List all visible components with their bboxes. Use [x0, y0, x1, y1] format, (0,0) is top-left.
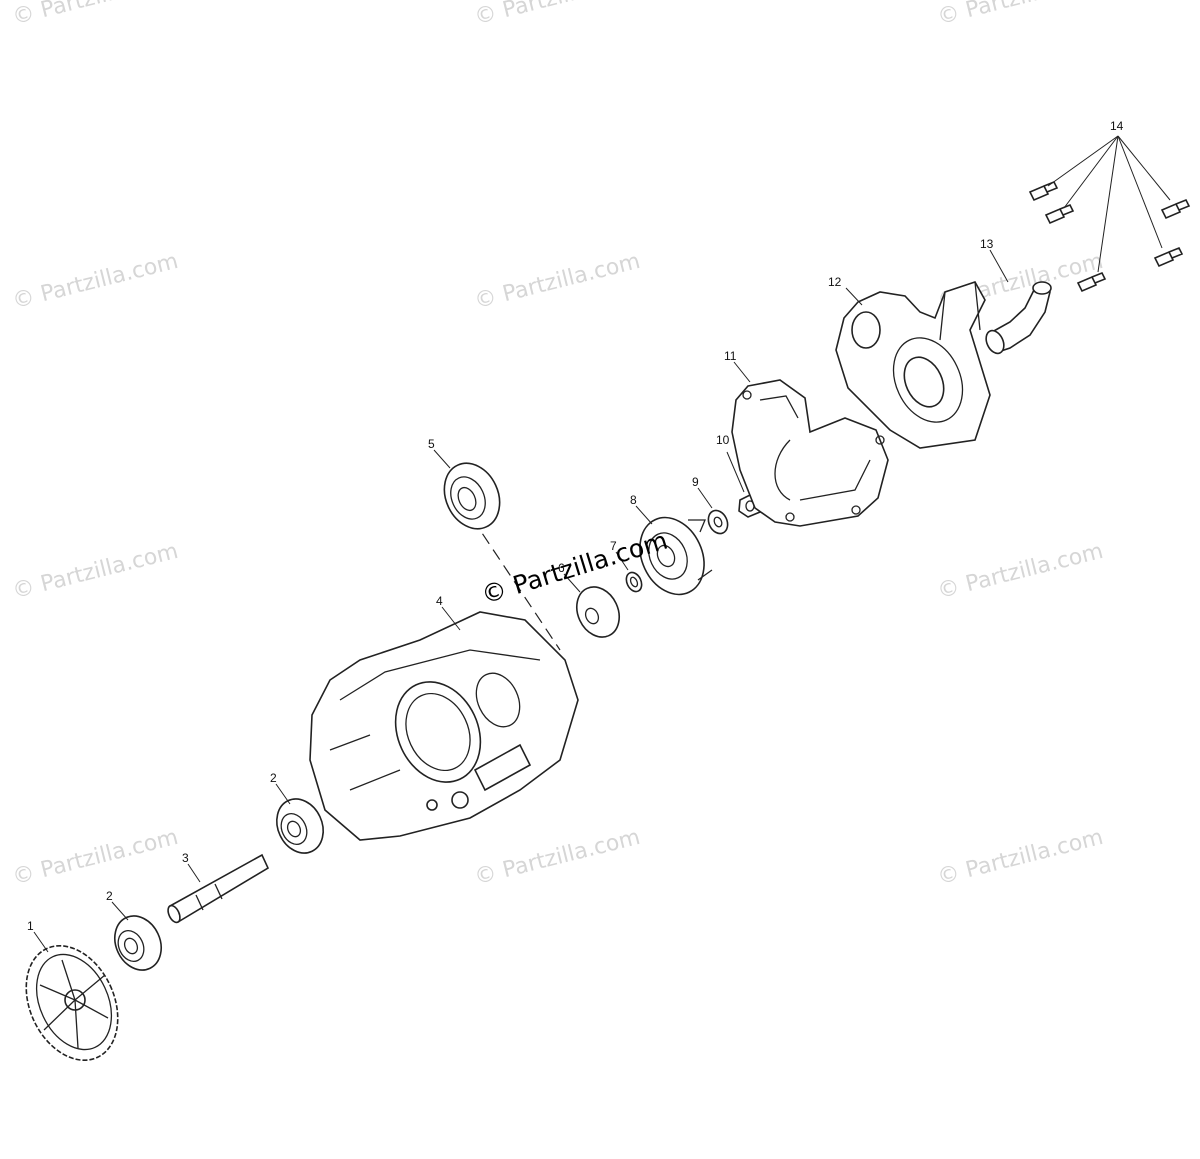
callout-10: 10 — [716, 433, 730, 447]
part-4-housing — [309, 611, 579, 841]
assembly-centerline — [471, 517, 561, 651]
leader-lines — [33, 135, 1171, 953]
part-7-washer — [625, 571, 643, 593]
callout-14: 14 — [1110, 119, 1124, 133]
part-12-pump-cover — [835, 281, 991, 449]
part-11-gasket — [731, 379, 889, 527]
part-9-washer — [707, 509, 729, 535]
part-5-seal — [443, 462, 501, 530]
callout-13: 13 — [980, 237, 994, 251]
callout-1: 1 — [27, 919, 34, 933]
callout-9: 9 — [692, 475, 699, 489]
callout-12: 12 — [828, 275, 842, 289]
callout-3: 3 — [182, 851, 189, 865]
callout-2-upper: 2 — [270, 771, 277, 785]
callout-6: 6 — [558, 561, 565, 575]
part-2-bearing-lower — [114, 915, 162, 971]
part-3-shaft — [167, 853, 270, 924]
callout-11: 11 — [724, 349, 737, 363]
callout-2-lower: 2 — [106, 889, 113, 903]
part-13-hose-fitting — [985, 281, 1052, 355]
callout-4: 4 — [436, 594, 443, 608]
callout-7: 7 — [610, 539, 617, 553]
part-8-impeller — [639, 516, 713, 596]
part-1-gear — [25, 944, 119, 1062]
callout-labels: 1 2 3 2 4 5 6 7 8 9 10 11 12 13 14 — [27, 119, 1124, 933]
callout-5: 5 — [428, 437, 435, 451]
callout-8: 8 — [630, 493, 637, 507]
part-14-bolts — [1028, 180, 1191, 293]
part-6-bushing — [576, 586, 620, 638]
